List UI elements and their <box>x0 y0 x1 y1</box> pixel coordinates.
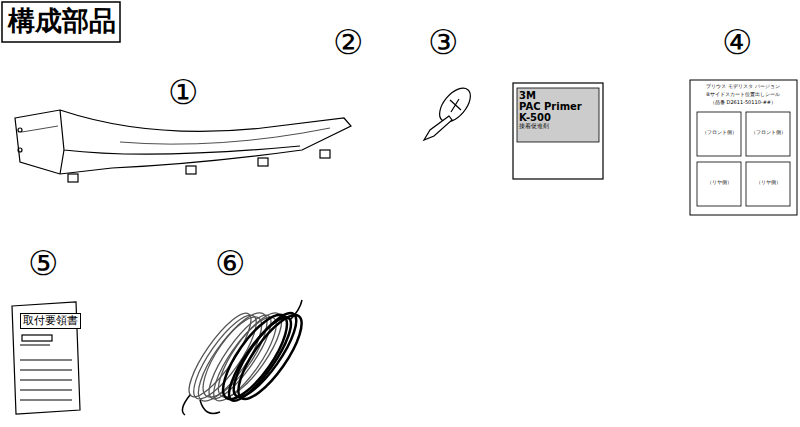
primer-label: 3MPAC PrimerK-500接着促進剤 <box>519 90 582 130</box>
callout-number: ② <box>333 24 363 61</box>
node-text: 3M <box>519 90 582 101</box>
title-frame <box>2 2 120 42</box>
clip-screw <box>424 83 476 140</box>
sheet-text: （フロント側） <box>751 131 786 136</box>
manual-booklet <box>12 302 80 414</box>
callout-number: ⑤ <box>28 245 58 282</box>
node-text: PAC Primer <box>519 101 582 112</box>
title: 構成部品 <box>8 6 116 36</box>
primer-packet <box>513 83 603 179</box>
sheet-text: （リヤ側） <box>707 181 732 186</box>
sheet-text: ④サイドスカート位置出しシール <box>706 92 780 98</box>
node-text: 接着促進剤 <box>519 123 582 130</box>
sheet-text: （フロント側） <box>702 131 737 136</box>
node-text: 取付要領書 <box>23 315 78 327</box>
callout-number: ④ <box>722 24 752 61</box>
sheet-text: （リヤ側） <box>756 181 781 186</box>
double-sided-tape-coil <box>180 300 312 415</box>
position-seal-sheet <box>690 80 797 215</box>
callout-number: ③ <box>428 24 458 61</box>
node-text: K-500 <box>519 112 582 123</box>
manual-title-box: 取付要領書 <box>20 313 81 329</box>
sheet-text: （品番 D2611-50110-##） <box>710 100 776 106</box>
side-skirt <box>15 110 351 182</box>
callout-number: ⑥ <box>215 245 245 282</box>
sheet-text: プリウス モデリスタ バージョン <box>706 84 779 90</box>
callout-number: ① <box>168 74 198 111</box>
